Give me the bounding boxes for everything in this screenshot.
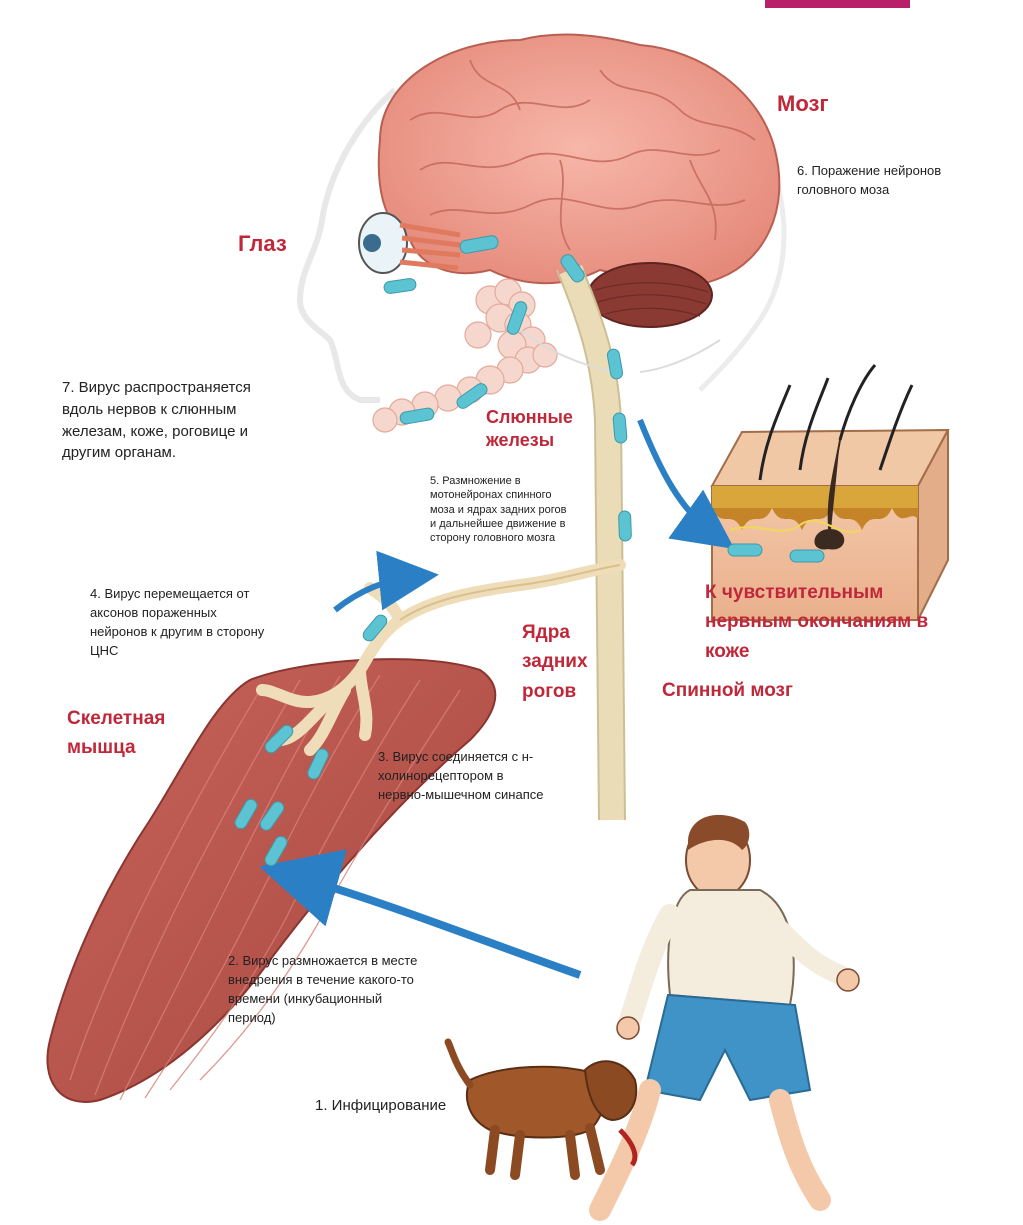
label-eye: Глаз xyxy=(238,230,287,258)
step-5-spinal-replication: 5. Размножение в мотонейронах спинного м… xyxy=(430,474,566,545)
label-brain: Мозг xyxy=(777,90,829,118)
label-spinal-cord: Спинной мозг xyxy=(662,679,793,703)
label-dorsal-horn-nuclei: Ядра задних рогов xyxy=(522,618,588,706)
step-6-brain-neurons: 6. Поражение нейронов головного моза xyxy=(797,162,941,200)
step-1-infection: 1. Инфицирование xyxy=(315,1095,446,1117)
label-skeletal-muscle: Скелетная мышца xyxy=(67,705,165,762)
step-2-incubation: 2. Вирус размножается в месте внедрения … xyxy=(228,952,417,1027)
dog-figure xyxy=(448,1042,636,1175)
arrow-cord-to-skin xyxy=(640,420,715,535)
spinal-cord xyxy=(570,270,612,820)
label-skin-nerve-endings: К чувствительным нервным окончаниям в ко… xyxy=(705,578,928,666)
step-7-spread: 7. Вирус распространяется вдоль нервов к… xyxy=(62,377,251,464)
label-salivary-glands: Слюнные железы xyxy=(486,406,573,451)
step-3-synapse: 3. Вирус соединяется с н- холинорецептор… xyxy=(378,748,543,805)
bitten-man-figure xyxy=(600,815,859,1210)
step-4-axon-transport: 4. Вирус перемещается от аксонов поражен… xyxy=(90,585,264,660)
brain xyxy=(379,35,780,286)
